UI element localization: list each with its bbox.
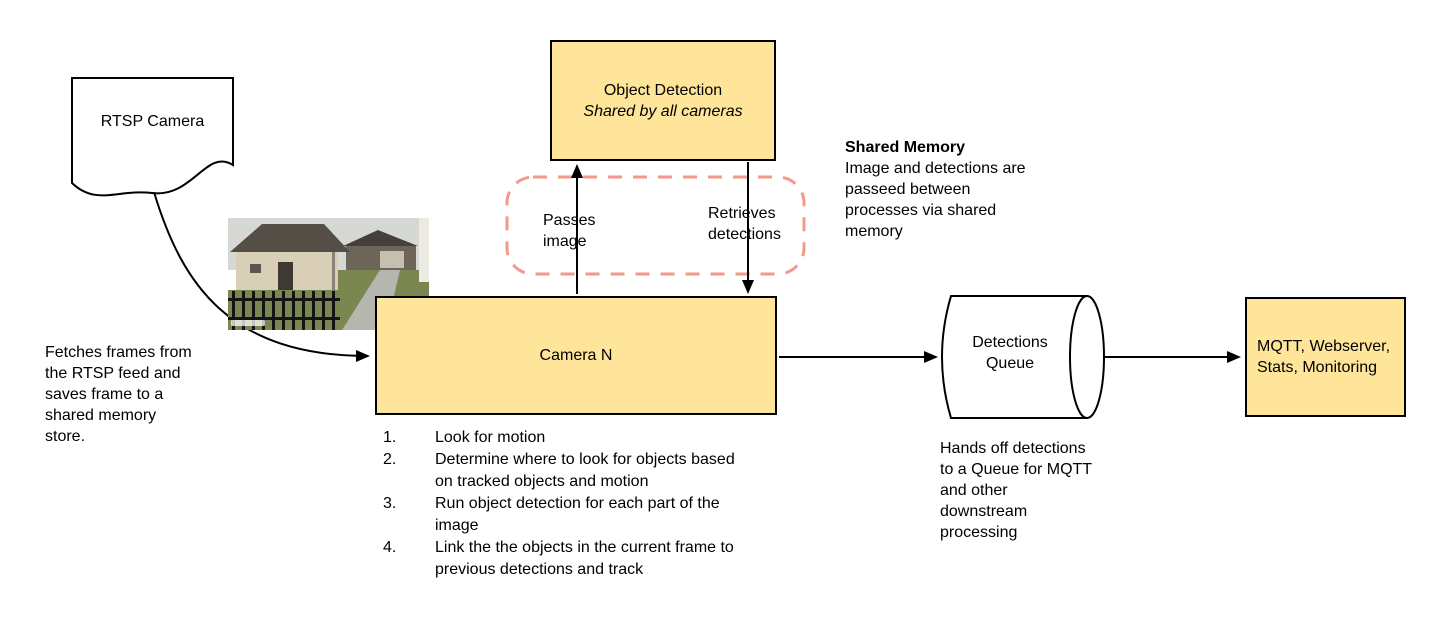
camera-step-item: 4. Link the the objects in the current f… xyxy=(383,537,763,581)
fetch-frames-arrow xyxy=(153,191,370,362)
camera-step-item: 2. Determine where to look for objects b… xyxy=(383,449,763,493)
rtsp-camera-label: RTSP Camera xyxy=(100,113,205,130)
step-number: 3. xyxy=(383,495,397,512)
shared-memory-note: Shared Memory Image and detections are p… xyxy=(845,137,1045,242)
snapshot-house xyxy=(230,224,350,292)
step-number: 2. xyxy=(383,451,397,468)
object-detection-node: Object Detection Shared by all cameras xyxy=(550,40,776,161)
step-text: Look for motion xyxy=(435,429,546,446)
fetch-frames-note: Fetches frames from the RTSP feed and sa… xyxy=(45,344,192,445)
camera-steps-list: 1. Look for motion 2. Determine where to… xyxy=(383,427,763,581)
camera-n-label: Camera N xyxy=(539,347,613,364)
camera-step-item: 1. Look for motion xyxy=(383,427,763,449)
hands-off-note: Hands off detections to a Queue for MQTT… xyxy=(940,440,1092,541)
shared-memory-body: Image and detections are passeed between… xyxy=(845,160,1026,240)
snapshot-watermark xyxy=(231,320,265,326)
snapshot-porch-post xyxy=(419,218,429,282)
passes-image-label: Passes image xyxy=(543,212,596,250)
object-detection-title: Object Detection xyxy=(603,81,723,99)
step-text: Link the the objects in the current fram… xyxy=(435,539,734,578)
object-detection-subtitle: Shared by all cameras xyxy=(583,102,743,120)
camera-n-node: Camera N xyxy=(375,296,777,415)
step-text: Run object detection for each part of th… xyxy=(435,495,720,534)
shared-memory-title: Shared Memory xyxy=(845,139,966,156)
detections-queue-shape xyxy=(941,295,1105,419)
step-number: 1. xyxy=(383,429,397,446)
camera-step-item: 3. Run object detection for each part of… xyxy=(383,493,763,537)
snapshot-background-houses xyxy=(343,230,418,270)
step-number: 4. xyxy=(383,539,397,556)
outputs-label: MQTT, Webserver, Stats, Monitoring xyxy=(1257,338,1391,376)
snapshot-fence xyxy=(228,291,340,330)
retrieves-detections-label: Retrieves detections xyxy=(708,205,781,243)
rtsp-document-shape xyxy=(71,77,234,197)
outputs-node: MQTT, Webserver, Stats, Monitoring xyxy=(1245,297,1406,417)
step-text: Determine where to look for objects base… xyxy=(435,451,735,490)
detections-queue-label: Detections Queue xyxy=(972,334,1048,372)
shared-memory-outline xyxy=(505,175,806,276)
